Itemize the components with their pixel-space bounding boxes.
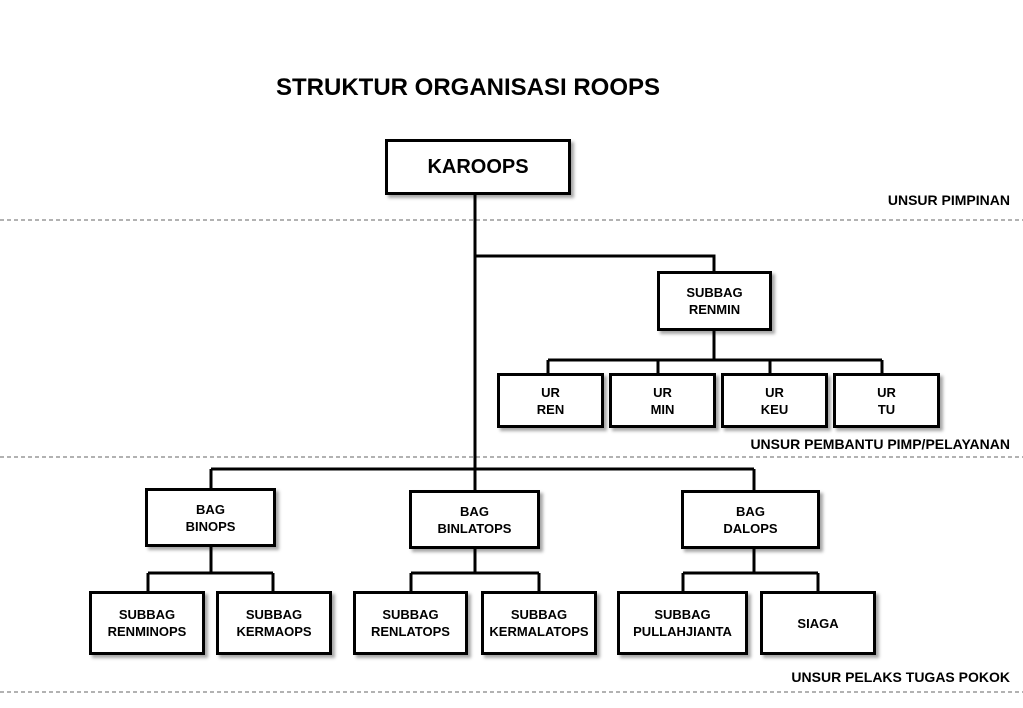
node-ur-min-label: UR MIN (650, 384, 675, 417)
node-ur-keu: UR KEU (721, 373, 828, 428)
node-subbag-renminops: SUBBAG RENMINOPS (89, 591, 205, 655)
node-subbag-renlatops: SUBBAG RENLATOPS (353, 591, 468, 655)
node-subbag-pullahjianta-label: SUBBAG PULLAHJIANTA (633, 607, 732, 639)
node-bag-binlatops-label: BAG BINLATOPS (437, 503, 512, 536)
node-subbag-kermalatops: SUBBAG KERMALATOPS (481, 591, 597, 655)
section-label-pelaks: UNSUR PELAKS TUGAS POKOK (791, 669, 1010, 685)
node-subbag-renmin: SUBBAG RENMIN (657, 271, 772, 331)
node-subbag-renminops-label: SUBBAG RENMINOPS (107, 607, 187, 639)
node-bag-binlatops: BAG BINLATOPS (409, 490, 540, 549)
chart-title: STRUKTUR ORGANISASI ROOPS (276, 74, 661, 101)
node-ur-keu-label: UR KEU (760, 384, 789, 417)
node-karoops-label: KAROOPS (427, 155, 529, 178)
connector-renmin (475, 254, 716, 271)
node-siaga: SIAGA (760, 591, 876, 655)
section-label-pembantu: UNSUR PEMBANTU PIMP/PELAYANAN (750, 436, 1010, 452)
node-bag-binops: BAG BINOPS (145, 488, 276, 547)
node-ur-ren-label: UR REN (536, 384, 565, 417)
node-ur-tu-label: UR TU (877, 384, 896, 417)
node-ur-ren: UR REN (497, 373, 604, 428)
node-ur-tu: UR TU (833, 373, 940, 428)
node-siaga-label: SIAGA (797, 615, 839, 631)
node-subbag-kermaops-label: SUBBAG KERMAOPS (236, 607, 312, 639)
node-karoops: KAROOPS (385, 139, 571, 195)
node-subbag-pullahjianta: SUBBAG PULLAHJIANTA (617, 591, 748, 655)
node-subbag-renlatops-label: SUBBAG RENLATOPS (371, 607, 450, 639)
node-bag-dalops-label: BAG DALOPS (723, 503, 778, 536)
node-bag-dalops: BAG DALOPS (681, 490, 820, 549)
node-ur-min: UR MIN (609, 373, 716, 428)
node-bag-binops-label: BAG BINOPS (185, 501, 236, 534)
node-subbag-renmin-label: SUBBAG RENMIN (686, 285, 743, 317)
node-subbag-kermaops: SUBBAG KERMAOPS (216, 591, 332, 655)
section-label-pimpinan: UNSUR PIMPINAN (887, 192, 1010, 208)
node-subbag-kermalatops-label: SUBBAG KERMALATOPS (489, 607, 589, 639)
